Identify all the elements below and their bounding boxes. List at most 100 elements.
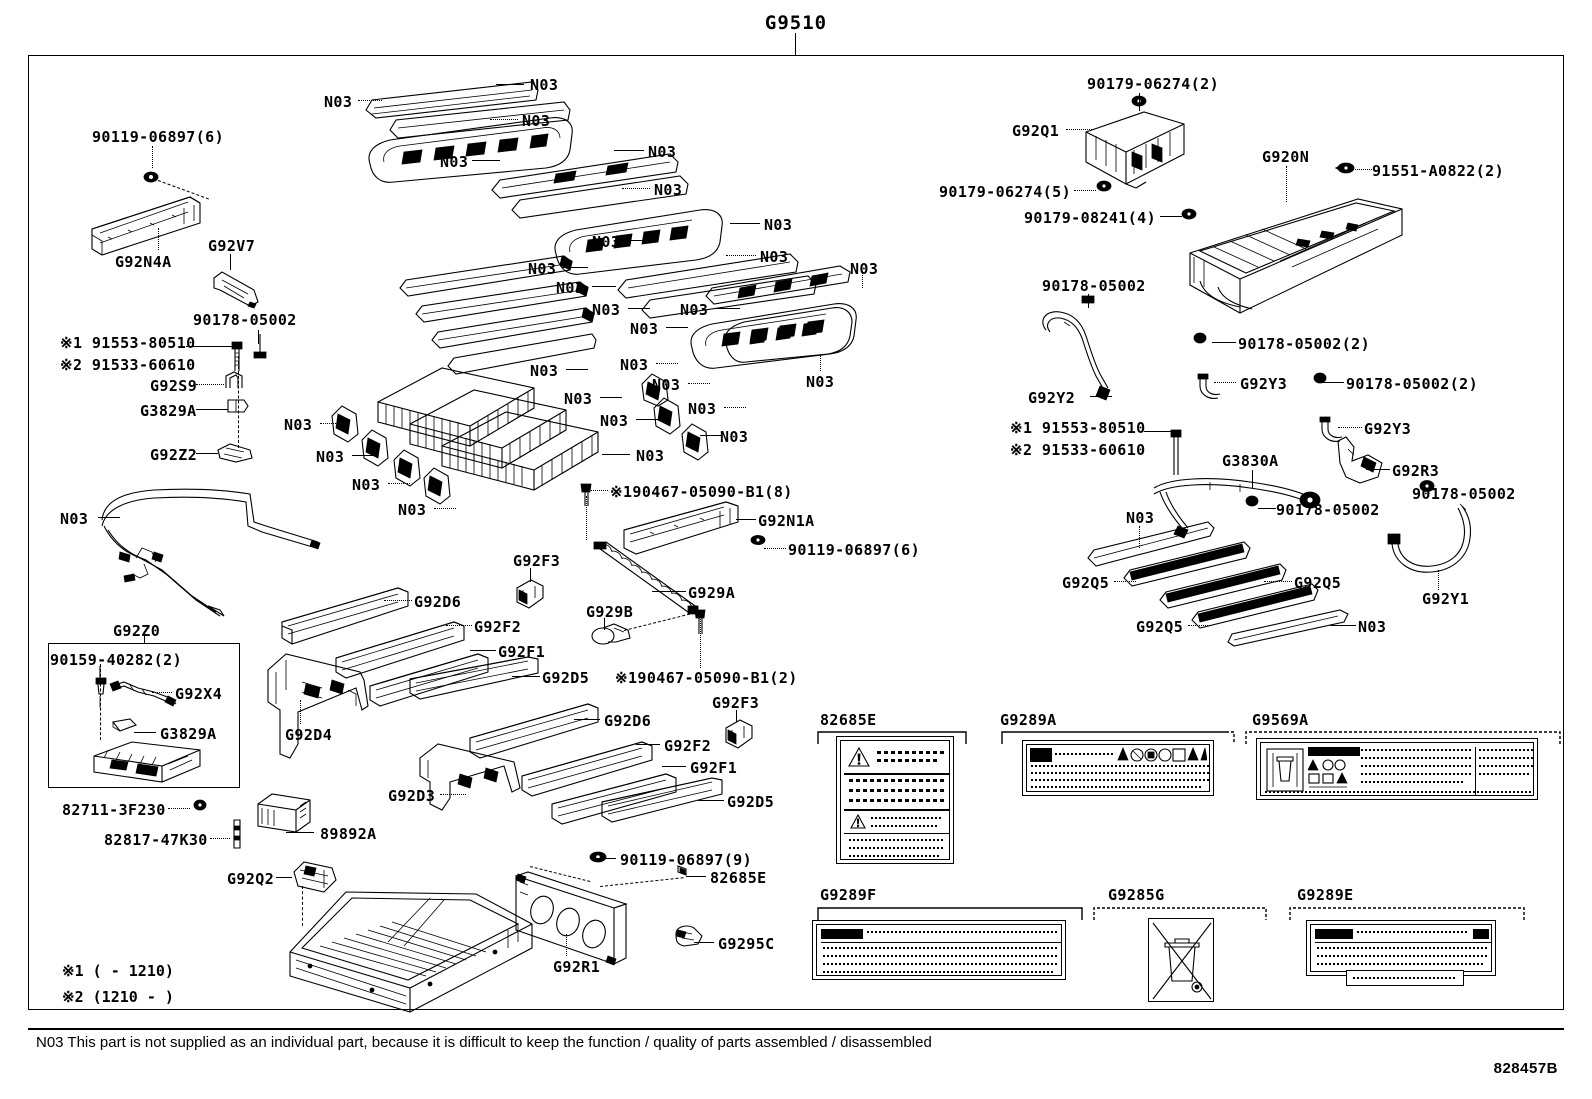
fastener-91551-a0822-icon [1334,158,1360,178]
callout-g92d3: G92D3 [388,787,436,805]
callout-g92d6: G92D6 [604,712,652,730]
part-g9295c-illustration [672,922,708,950]
fastener-91553-80510-icon [228,340,246,374]
leader-90119-9 [592,858,616,859]
leader-n03-lower-r [1330,625,1356,626]
part-g92d3-illustration [416,742,522,818]
part-battery-tray-illustration [280,880,540,1015]
callout-g92q5: G92Q5 [1294,574,1342,592]
callout-g92q5: G92Q5 [1136,618,1184,636]
callout-90178-05002: 90178-05002 [193,311,297,329]
leader-91553-r [1144,431,1178,432]
callout-n03: N03 [1126,509,1155,527]
legend-line-1: ※1 ( - 1210) [62,962,174,980]
fastener-90179-06274-2-icon [1130,90,1150,112]
leader-n03-23 [320,423,342,424]
callout-g92q5: G92Q5 [1062,574,1110,592]
warning-triangle-icon [847,746,871,772]
callout-g92f3: G92F3 [513,552,561,570]
part-g929a-illustration [592,540,702,622]
callout-n03: N03 [398,501,427,519]
callout-n03: N03 [652,376,681,394]
callout-91551-a0822-2: 91551-A0822(2) [1372,162,1505,180]
leader-g929a [652,591,686,592]
label-card-g9569a [1256,738,1538,800]
no-disposal-icon [1265,747,1305,797]
callout-90178-05002: 90178-05002 [1276,501,1380,519]
leader-n03-15 [666,327,688,328]
part-g92q5-strips-illustration [1084,520,1374,640]
leader-g920n [1286,166,1287,202]
label-card-g9289f [812,920,1066,980]
callout-n03: N03 [60,510,89,528]
leader-n03-harness [98,517,120,518]
leader-g92r3 [1366,469,1390,470]
warning-label-code-82685e: 82685E [820,711,877,729]
leader-g92d4 [300,700,301,724]
callout-g92f3: G92F3 [712,694,760,712]
callout-g92y2: G92Y2 [1028,389,1076,407]
leader-g92f2-2 [636,744,660,745]
leader-n03-1 [358,100,382,101]
callout-90119-06897-9: 90119-06897(9) [620,851,753,869]
hazard-icons-row [1117,746,1208,767]
callout-90178-05002: 90178-05002 [1042,277,1146,295]
callout-90178-05002-2: 90178-05002(2) [1238,335,1371,353]
callout-n03: N03 [316,448,345,466]
part-wire-harness-illustration [96,478,336,618]
callout-n03: N03 [720,428,749,446]
bracket-g9289e [1288,904,1526,924]
callout-90178-05002-2: 90178-05002(2) [1346,375,1479,393]
callout-g92y3: G92Y3 [1364,420,1412,438]
callout-n03: N03 [440,153,469,171]
leader-g92f1-1 [470,650,496,651]
callout-g929a: G929A [688,584,736,602]
leader-90179-08241 [1160,216,1182,217]
part-duct-bars-group-1-illustration [278,586,578,716]
label-card-g9289a [1022,740,1214,796]
fastener-90179-06274-5-icon [1095,176,1115,196]
callout-90119-06897-6: 90119-06897(6) [788,541,921,559]
leader-n03-21 [636,419,658,420]
leader-g92q5-2 [1264,581,1292,582]
callout-90159-40282-2: 90159-40282(2) [50,651,183,669]
part-g92y1-illustration [1386,500,1486,580]
callout-n03: N03 [648,143,677,161]
part-g3829a-illustration [226,396,252,416]
callout-n03: N03 [850,260,879,278]
leader-g92y2 [1090,396,1112,397]
part-g92f3-2-illustration [722,718,756,750]
leader-n03-10 [562,267,588,268]
leader-n03-13 [628,308,650,309]
callout-89892a: 89892A [320,825,377,843]
warning-label-code-g9289a: G9289A [1000,711,1057,729]
leader-n03-14 [716,308,740,309]
callout-g92y1: G92Y1 [1422,590,1470,608]
leader-n03-12 [592,286,616,287]
leader-82817-47k30 [210,838,230,839]
part-g92s9-illustration [222,370,252,392]
warning-label-code-g9569a: G9569A [1252,711,1309,729]
leader-g92x4 [152,692,172,693]
leader-g92f3 [530,568,531,582]
callout-82711-3f230: 82711-3F230 [62,801,166,819]
leader-90467-2-v [700,612,701,668]
leader-n03-7 [730,223,760,224]
callout-g92s9: G92S9 [150,377,198,395]
warning-label-code-g9285g: G9285G [1108,886,1165,904]
callout-g929b: G929B [586,603,634,621]
callout-g92f2: G92F2 [474,618,522,636]
g92z0-leader [144,632,145,644]
callout-n03: N03 [1358,618,1387,636]
leader-g92q2 [302,886,303,926]
callout-g3830a: G3830A [1222,452,1279,470]
callout-g92n4a: G92N4A [115,253,172,271]
callout-n03: N03 [680,301,709,319]
leader-90159-40282 [100,664,101,740]
callout-190467-05090-b1-8: ※190467-05090-B1(8) [610,483,793,501]
part-upper-rails-illustration [360,78,880,378]
fastener-91553-80510-r-icon [1168,428,1184,478]
fastener-90178-05002-g92y1-icon [1418,474,1438,496]
warning-label-code-g9289f: G9289F [820,886,877,904]
bracket-g9285g [1092,904,1268,924]
